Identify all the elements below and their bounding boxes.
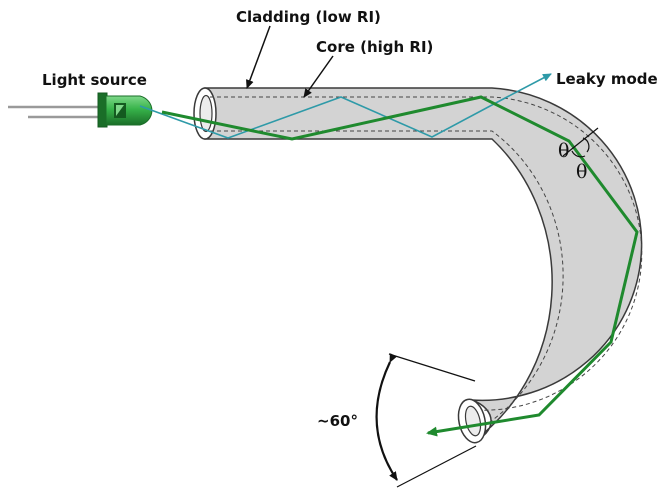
led-dome — [105, 95, 153, 126]
theta-reflection-label: θ — [576, 161, 587, 183]
fiber-output-face-inner — [464, 405, 482, 437]
reflection-arc — [571, 150, 586, 158]
guided-ray — [161, 95, 639, 437]
theta-incidence-label: θ — [558, 140, 569, 162]
core-label: Core (high RI) — [316, 38, 433, 56]
optical-fiber — [193, 87, 643, 444]
core-boundary-bottom — [210, 130, 564, 433]
fiber-input-face-inner — [199, 94, 213, 133]
incidence-arc — [582, 137, 590, 153]
cladding-label: Cladding (low RI) — [236, 8, 381, 26]
surface-normal — [562, 127, 599, 157]
cladding-pointer-arrow — [246, 25, 271, 89]
acceptance-angle-label: ~60° — [317, 412, 358, 430]
reflection-angle-marker — [562, 127, 599, 158]
acceptance-arc — [375, 353, 398, 481]
light-source-label: Light source — [42, 71, 147, 89]
cone-line-upper — [388, 353, 476, 382]
acceptance-angle-marker — [375, 353, 477, 488]
fiber-cladding-shape — [204, 87, 643, 443]
leaky-mode-label: Leaky mode — [556, 70, 658, 88]
cone-line-lower — [396, 445, 477, 488]
led-die-highlight — [116, 105, 124, 116]
led-icon — [8, 92, 153, 128]
core-pointer-arrow — [303, 55, 334, 98]
